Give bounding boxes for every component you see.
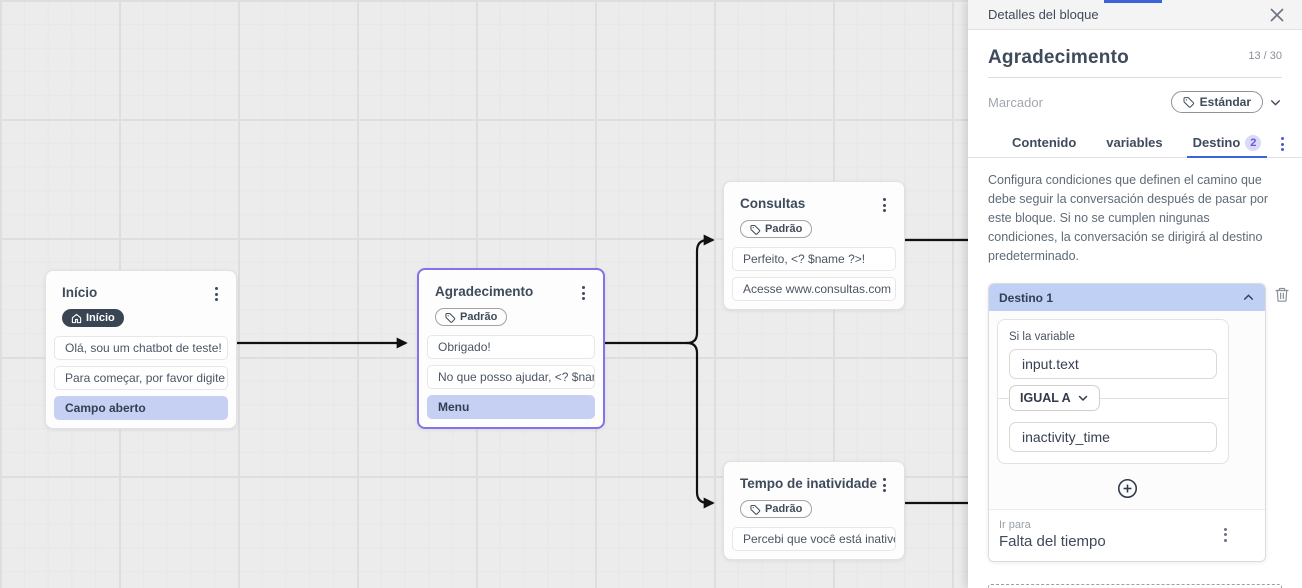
operator-select[interactable]: IGUAL A (1009, 384, 1100, 411)
message-row[interactable]: Para começar, por favor digite o ... (54, 366, 228, 390)
message-row[interactable]: No que posso ajudar, <? $name ... (427, 365, 595, 389)
tag-icon (445, 312, 456, 323)
node-menu-icon[interactable] (578, 284, 589, 302)
block-name-input[interactable]: Agradecimento (988, 47, 1129, 68)
chevron-down-icon (1078, 395, 1087, 401)
destination-card: Destino 1 Si la variable input.text IGUA… (988, 283, 1266, 562)
message-row[interactable]: Percebi que você está inativo. C... (732, 527, 896, 551)
padrao-badge: Padrão (740, 500, 813, 518)
panel-title: Detalles del bloque (988, 7, 1099, 22)
goto-menu-icon[interactable] (1220, 526, 1231, 544)
tag-icon (750, 224, 761, 235)
node-menu-icon[interactable] (879, 196, 890, 214)
tag-icon (1183, 97, 1194, 108)
value-input[interactable]: inactivity_time (1009, 422, 1217, 452)
char-counter: 13 / 30 (1248, 50, 1282, 62)
message-row[interactable]: Obrigado! (427, 335, 595, 359)
inicio-badge: Início (62, 309, 124, 327)
goto-label: Ir para (999, 519, 1031, 531)
node-inicio[interactable]: Início Início Olá, sou um chatbot de tes… (45, 270, 237, 429)
tabs-menu-icon[interactable] (1277, 135, 1288, 153)
node-title: Início (62, 285, 98, 300)
tab-contenido[interactable]: Contenido (1012, 135, 1077, 150)
chevron-up-icon[interactable] (1242, 291, 1255, 304)
message-row[interactable]: Acesse www.consultas.com par... (732, 277, 896, 301)
close-icon[interactable] (1270, 7, 1284, 22)
destination-header[interactable]: Destino 1 (989, 284, 1265, 311)
title-divider (988, 77, 1282, 78)
node-consultas[interactable]: Consultas Padrão Perfeito, <? $name ?>! … (723, 181, 905, 310)
add-condition-icon[interactable] (1117, 478, 1138, 499)
padrao-badge: Padrão (435, 308, 508, 326)
panel-top-accent (1104, 0, 1162, 3)
node-title: Agradecimento (435, 284, 534, 299)
node-menu-icon[interactable] (879, 476, 890, 494)
variable-input[interactable]: input.text (1009, 349, 1217, 379)
add-destination-button[interactable]: Agregar destino (988, 584, 1282, 588)
menu-row[interactable]: Menu (427, 395, 595, 419)
node-title: Tempo de inatividade (740, 476, 878, 491)
message-row[interactable]: Perfeito, <? $name ?>! (732, 247, 896, 271)
block-details-panel: Detalles del bloque Agradecimento 13 / 3… (968, 0, 1302, 588)
destino-count-badge: 2 (1245, 134, 1262, 151)
chevron-down-icon[interactable] (1269, 96, 1282, 109)
node-agradecimento[interactable]: Agradecimento Padrão Obrigado! No que po… (417, 268, 605, 429)
tab-variables[interactable]: variables (1106, 135, 1163, 150)
node-title: Consultas (740, 196, 806, 211)
goto-value[interactable]: Falta del tiempo (999, 533, 1106, 550)
destination-description: Configura condiciones que definen el cam… (988, 173, 1269, 263)
node-menu-icon[interactable] (211, 285, 222, 303)
home-icon (71, 313, 82, 323)
node-tempo-inatividade[interactable]: Tempo de inatividade Padrão Percebi que … (723, 461, 905, 560)
condition-label: Si la variable (1009, 331, 1075, 343)
condition-card: Si la variable input.text IGUAL A inacti… (997, 319, 1229, 464)
marker-value-pill[interactable]: Estándar (1170, 91, 1263, 113)
tag-icon (750, 504, 761, 515)
message-row[interactable]: Olá, sou um chatbot de teste! (54, 336, 228, 360)
padrao-badge: Padrão (740, 220, 813, 238)
delete-destination-icon[interactable] (1274, 286, 1290, 308)
tab-destino[interactable]: Destino 2 (1186, 128, 1267, 158)
open-field-row[interactable]: Campo aberto (54, 396, 228, 420)
marker-placeholder[interactable]: Marcador (988, 94, 1043, 110)
